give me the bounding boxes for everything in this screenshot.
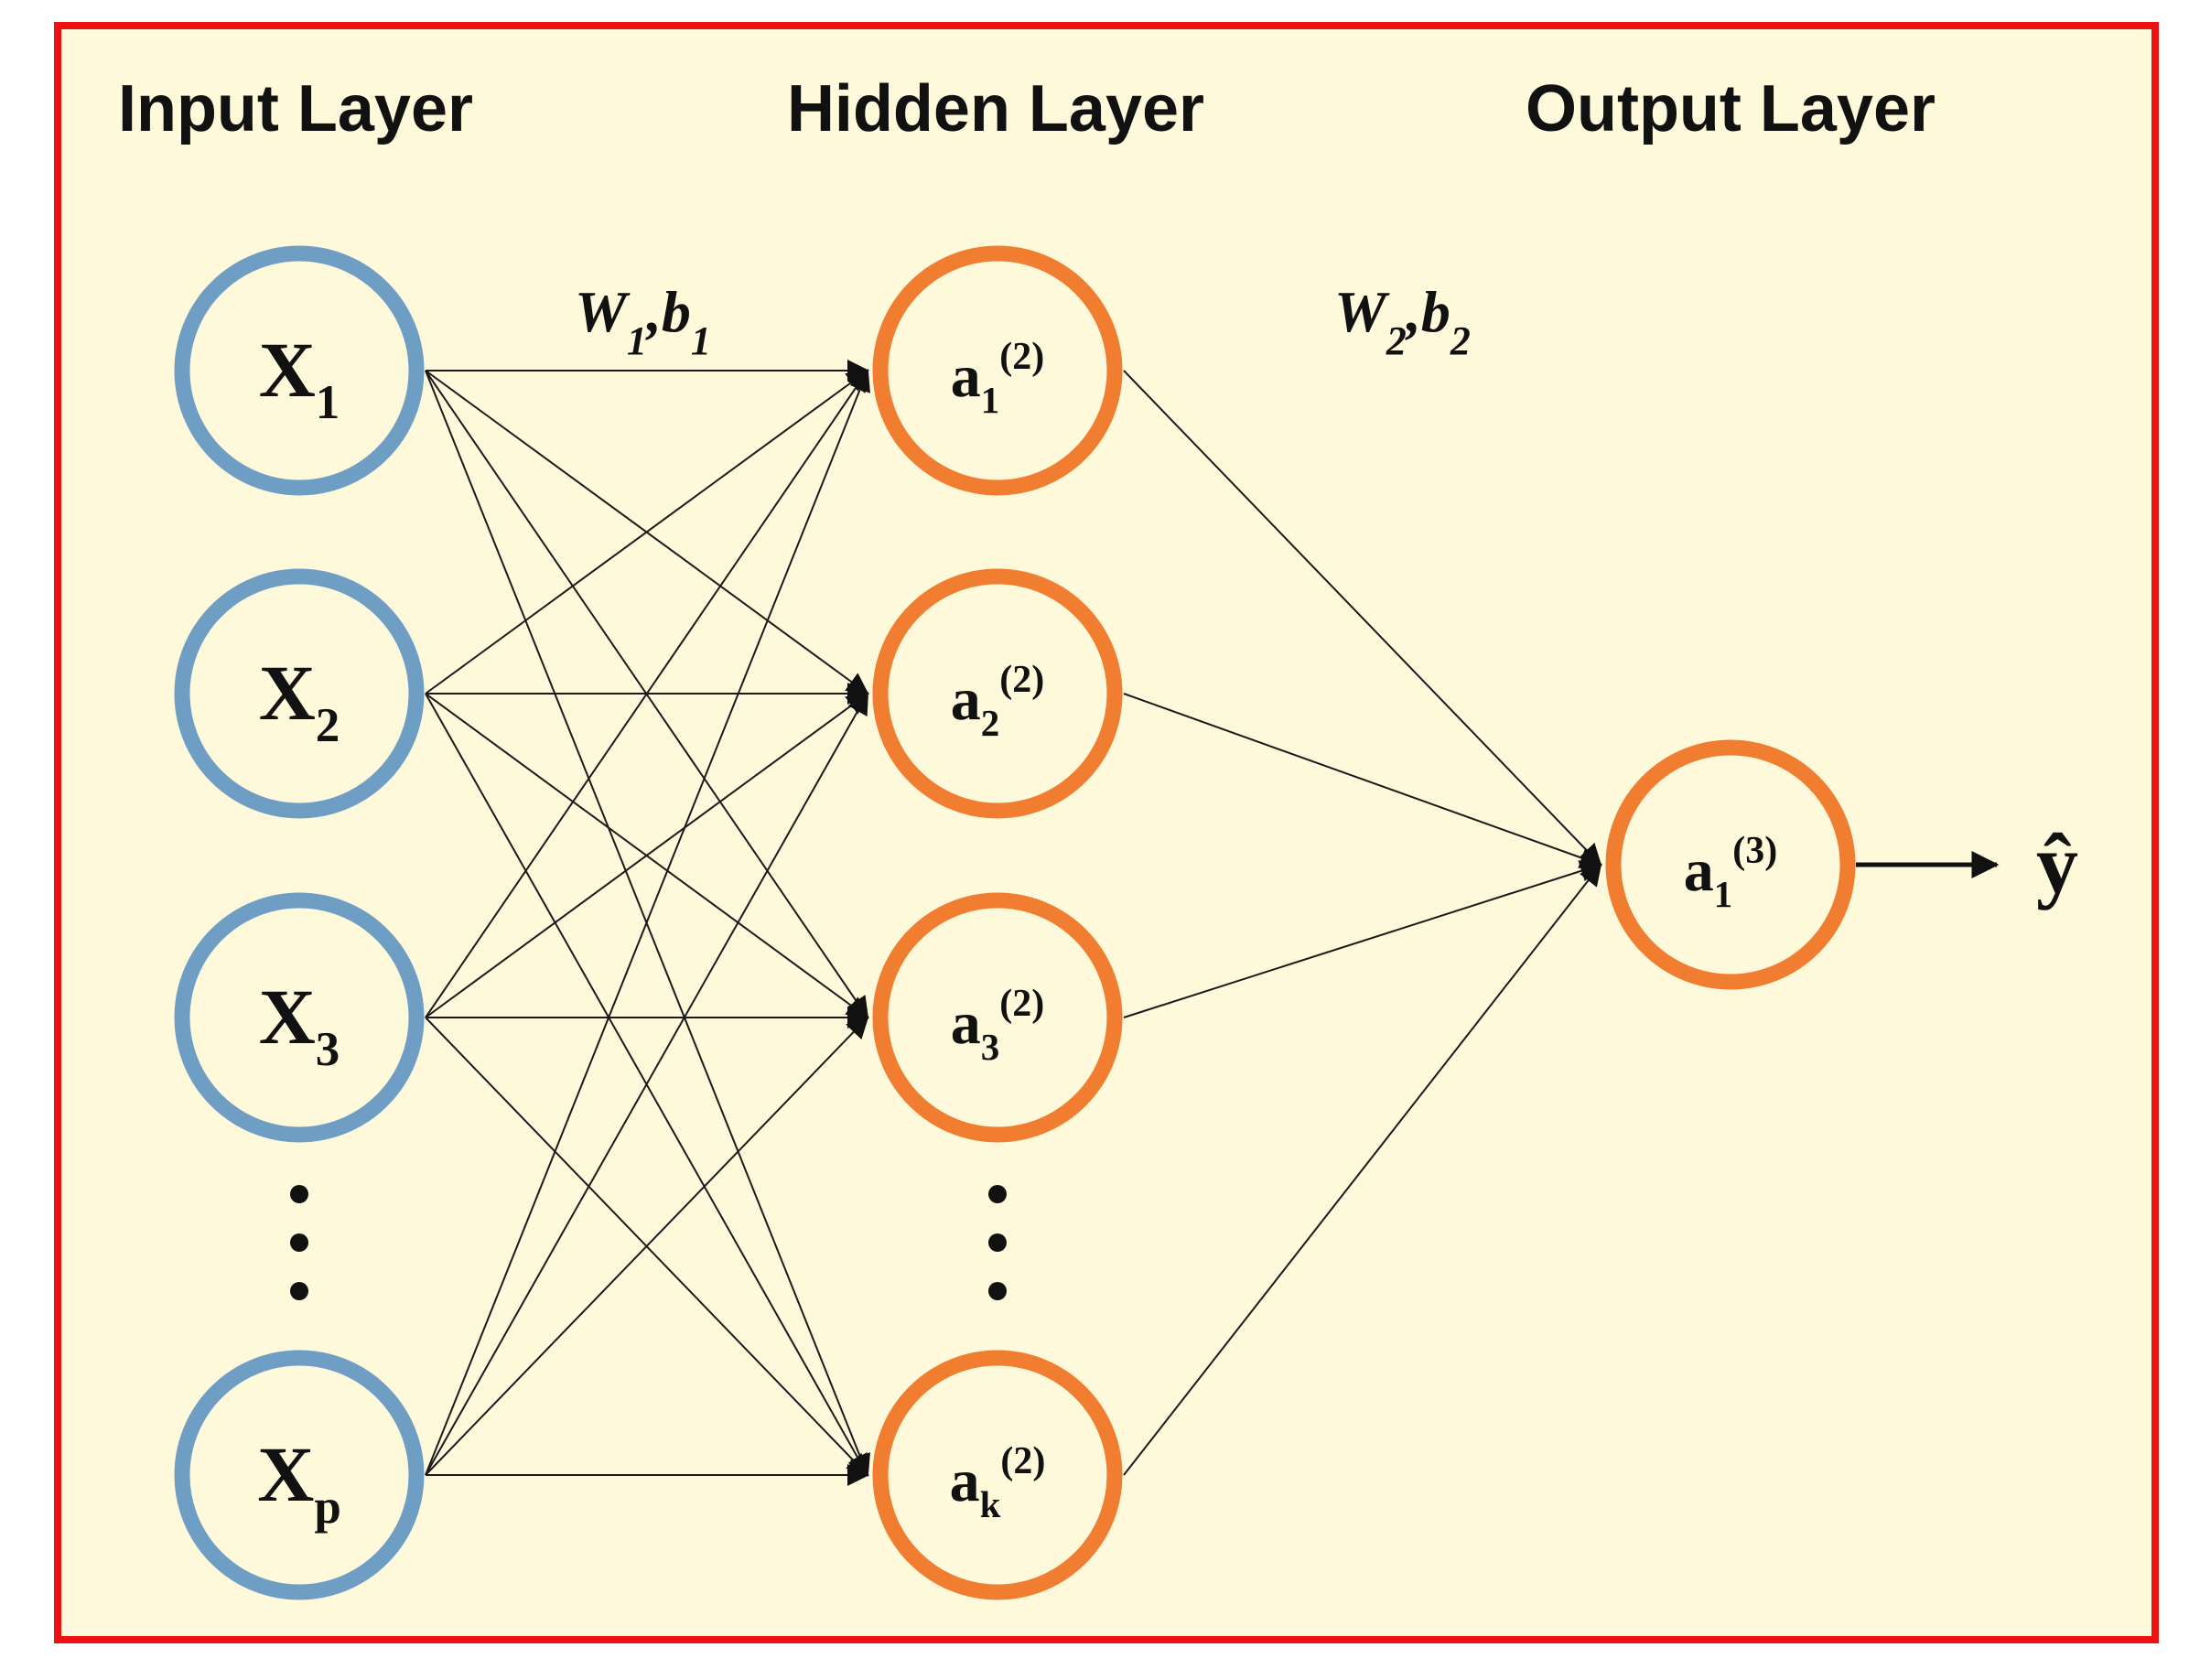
output-node-1-label: a1(3) [1684,830,1777,915]
edge-hidden-1-output-1 [1123,370,1602,867]
input-layer-title: Input Layer [118,72,473,145]
input-node-1: X1 [174,245,425,496]
edge-input-4-hidden-3 [425,1016,869,1476]
input-vertical-ellipsis-icon [290,1185,308,1300]
input-node-4-label: Xp [257,1430,341,1534]
hidden-node-4-circle [872,1350,1123,1600]
edge-hidden-3-output-1 [1123,860,1602,1018]
hidden-layer-title: Hidden Layer [787,72,1204,145]
input-node-3-label: X3 [259,973,340,1076]
hidden-node-3-label: a3(2) [951,983,1044,1068]
output-node-1: a1(3) [1605,739,1856,990]
output-layer-title: Output Layer [1526,72,1936,145]
edge-input-2-hidden-1 [425,369,869,695]
input-node-4: Xp [174,1350,425,1600]
hidden-node-4-label: ak(2) [950,1440,1046,1525]
edge-hidden-4-output-1 [1123,863,1602,1476]
hidden-node-2-label: a2(2) [951,659,1044,744]
input-node-3-circle [174,892,425,1143]
input-node-2-label: X2 [259,649,340,752]
hidden-node-2-circle [872,568,1123,819]
input-node-4-circle [174,1350,425,1600]
edge-input-3-hidden-2 [425,692,869,1018]
layer2-params-label: W2,b2 [1334,279,1471,363]
edge-input-4-hidden-1 [425,369,870,1476]
connections [425,360,1602,1486]
hidden-node-3-circle [872,892,1123,1143]
input-node-2-circle [174,568,425,819]
input-node-3: X3 [174,892,425,1143]
hidden-node-1-label: a1(2) [951,336,1044,421]
input-node-1-label: X1 [259,326,340,429]
hidden-node-1-circle [872,245,1123,496]
hidden-vertical-ellipsis-icon [988,1185,1007,1300]
hidden-node-3: a3(2) [872,892,1123,1143]
y-hat-output: ŷ [2036,817,2078,910]
input-node-1-circle [174,245,425,496]
hidden-node-2: a2(2) [872,568,1123,819]
hidden-node-4: ak(2) [872,1350,1123,1600]
edge-input-4-hidden-2 [425,692,868,1476]
layer1-params-label: W1,b1 [575,279,711,363]
input-node-2: X2 [174,568,425,819]
edge-input-3-hidden-1 [425,369,869,1018]
hidden-node-1: a1(2) [872,245,1123,496]
edge-hidden-2-output-1 [1123,693,1602,868]
output-node-1-circle [1605,739,1856,990]
